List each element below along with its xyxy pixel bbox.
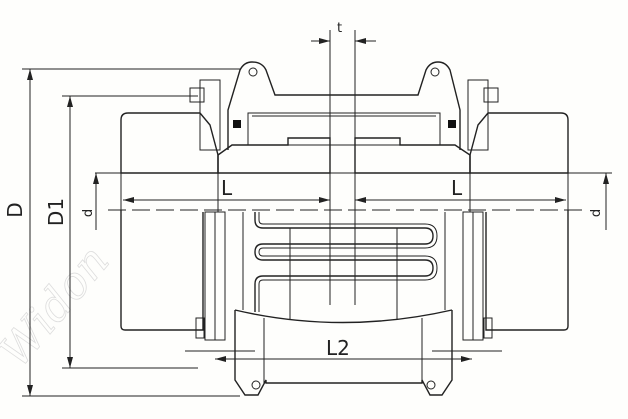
svg-text:L2: L2 <box>326 336 350 360</box>
dimension-t: t <box>311 21 376 44</box>
svg-text:L: L <box>221 176 233 200</box>
dimension-d-right: d <box>589 173 609 230</box>
svg-text:L: L <box>451 176 463 200</box>
serpentine-spring <box>254 212 438 320</box>
pin-icon <box>251 380 261 390</box>
svg-text:t: t <box>337 21 342 36</box>
dimension-L-right: L <box>355 176 566 203</box>
dimension-L-left: L <box>123 176 330 203</box>
dimension-d-left: d <box>81 173 99 230</box>
dimension-D1: D1 <box>44 95 198 369</box>
pin-icon <box>426 380 436 390</box>
hub-sections <box>120 112 569 174</box>
top-cover <box>189 61 499 151</box>
pin-icon <box>248 67 258 77</box>
svg-text:d: d <box>81 209 96 217</box>
bottom-cover <box>195 309 493 396</box>
svg-text:D1: D1 <box>44 198 68 226</box>
svg-text:d: d <box>589 209 604 217</box>
dimension-D: D <box>3 68 240 397</box>
svg-text:D: D <box>3 202 27 217</box>
watermark: Widon <box>0 236 119 377</box>
dimension-L2: L2 <box>185 336 502 362</box>
pin-icon <box>430 67 440 77</box>
